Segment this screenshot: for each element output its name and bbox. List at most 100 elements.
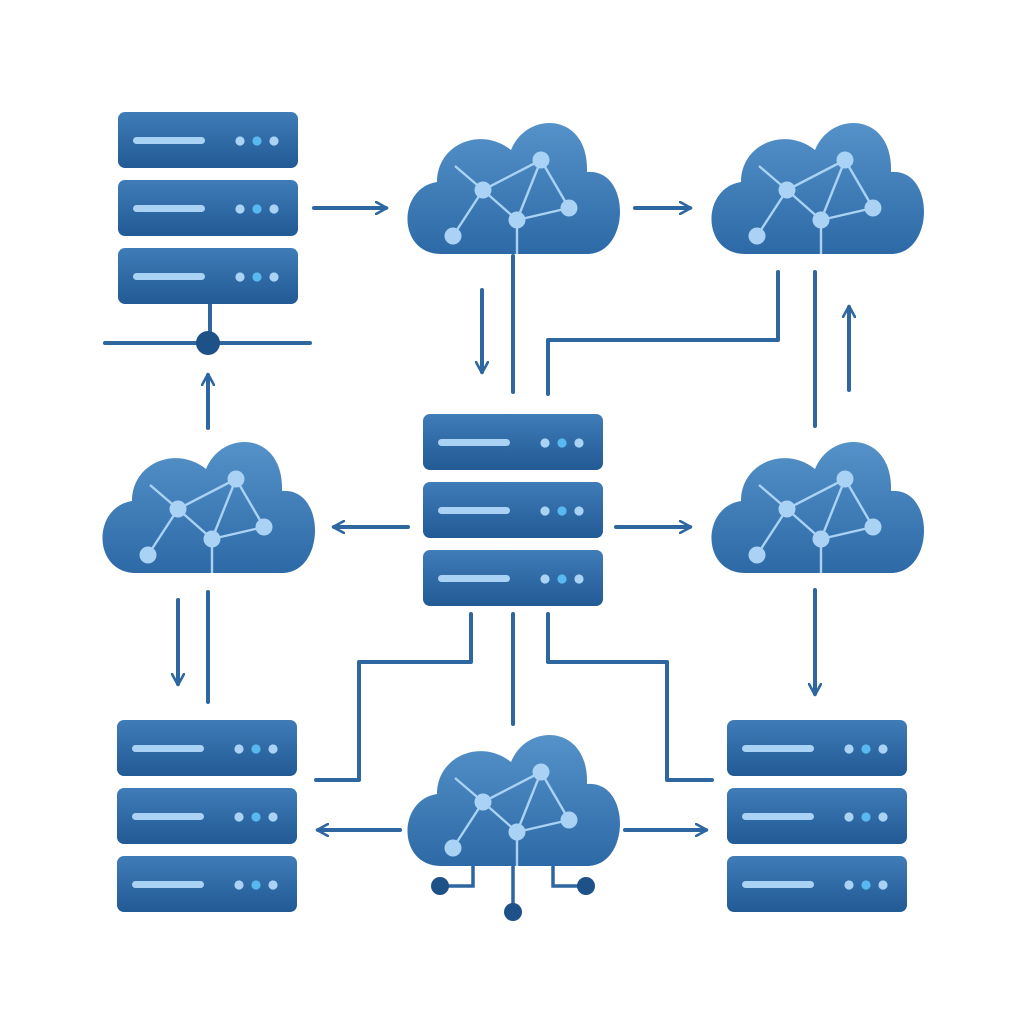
server-unit (423, 414, 603, 470)
drive-slot (742, 813, 814, 820)
status-led-icon (252, 136, 262, 146)
mesh-link (843, 478, 875, 528)
status-led-icon (252, 272, 262, 282)
mesh-link (786, 477, 846, 511)
status-led-icon (844, 880, 854, 890)
mesh-link (234, 478, 266, 528)
mesh-node (139, 546, 157, 564)
mesh-node (560, 199, 578, 217)
nodes-layer (102, 112, 924, 921)
server-rack-icon (727, 720, 907, 912)
mesh-link (516, 818, 570, 834)
status-led-icon (269, 136, 279, 146)
cloud-network-icon (102, 441, 315, 573)
status-led-icon (557, 506, 567, 516)
cloud-network-icon (407, 734, 620, 921)
port-node (577, 877, 595, 895)
mesh-link (819, 478, 847, 540)
status-led-icon (252, 204, 262, 214)
status-led-icon (251, 744, 261, 754)
drive-slot (133, 205, 205, 212)
mesh-node (508, 211, 526, 229)
drive-slot (438, 439, 510, 446)
server-unit (727, 720, 907, 776)
port-node (504, 903, 522, 921)
drive-slot (133, 137, 205, 144)
status-led-icon (861, 880, 871, 890)
mesh-link (210, 478, 238, 540)
mesh-node (560, 811, 578, 829)
status-led-icon (861, 812, 871, 822)
mesh-link (177, 477, 237, 511)
mesh-link (539, 159, 571, 209)
mesh-node (474, 181, 492, 199)
mesh-link (451, 189, 485, 237)
mesh-link (755, 189, 789, 237)
status-led-icon (540, 506, 550, 516)
status-led-icon (540, 574, 550, 584)
drive-slot (742, 881, 814, 888)
mesh-node (836, 470, 854, 488)
mesh-link (515, 771, 543, 833)
drive-slot (132, 813, 204, 820)
status-led-icon (574, 506, 584, 516)
mesh-link (820, 525, 874, 541)
mesh-link (451, 801, 485, 849)
status-led-icon (540, 438, 550, 448)
mesh-link (211, 525, 265, 541)
server-rack-icon (423, 414, 603, 606)
mesh-link (146, 508, 180, 556)
mesh-node (474, 793, 492, 811)
server-unit (727, 788, 907, 844)
cloud-network-icon (407, 122, 620, 254)
mesh-link (482, 158, 542, 192)
mesh-node (864, 518, 882, 536)
drive-slot (132, 881, 204, 888)
mesh-link (482, 770, 542, 804)
status-led-icon (269, 204, 279, 214)
status-led-icon (234, 812, 244, 822)
drive-slot (132, 745, 204, 752)
mesh-node (532, 763, 550, 781)
network-bus-icon (103, 304, 312, 355)
status-led-icon (574, 438, 584, 448)
mesh-link (516, 206, 570, 222)
server-unit (118, 112, 298, 168)
mesh-node (836, 151, 854, 169)
mesh-link (843, 159, 875, 209)
drive-slot (133, 273, 205, 280)
status-led-icon (268, 880, 278, 890)
mesh-node (864, 199, 882, 217)
mesh-node (169, 500, 187, 518)
server-rack-icon (117, 720, 297, 912)
status-led-icon (861, 744, 871, 754)
server-unit (423, 482, 603, 538)
mesh-link (819, 159, 847, 221)
drive-slot (742, 745, 814, 752)
cloud-shape (102, 441, 315, 573)
status-led-icon (234, 880, 244, 890)
connectors-layer (178, 208, 849, 830)
bus-node (196, 331, 220, 355)
link-connector (546, 270, 780, 396)
status-led-icon (878, 812, 888, 822)
status-led-icon (235, 204, 245, 214)
cloud-shape (711, 441, 924, 573)
mesh-node (778, 181, 796, 199)
status-led-icon (557, 574, 567, 584)
status-led-icon (844, 744, 854, 754)
cloud-shape (407, 122, 620, 254)
status-led-icon (235, 272, 245, 282)
link-connector (546, 612, 714, 782)
status-led-icon (844, 812, 854, 822)
status-led-icon (251, 812, 261, 822)
mesh-link (515, 159, 543, 221)
status-led-icon (574, 574, 584, 584)
cloud-shape (407, 734, 620, 866)
cloud-network-icon (711, 441, 924, 573)
mesh-node (255, 518, 273, 536)
mesh-node (227, 470, 245, 488)
status-led-icon (878, 744, 888, 754)
status-led-icon (235, 136, 245, 146)
